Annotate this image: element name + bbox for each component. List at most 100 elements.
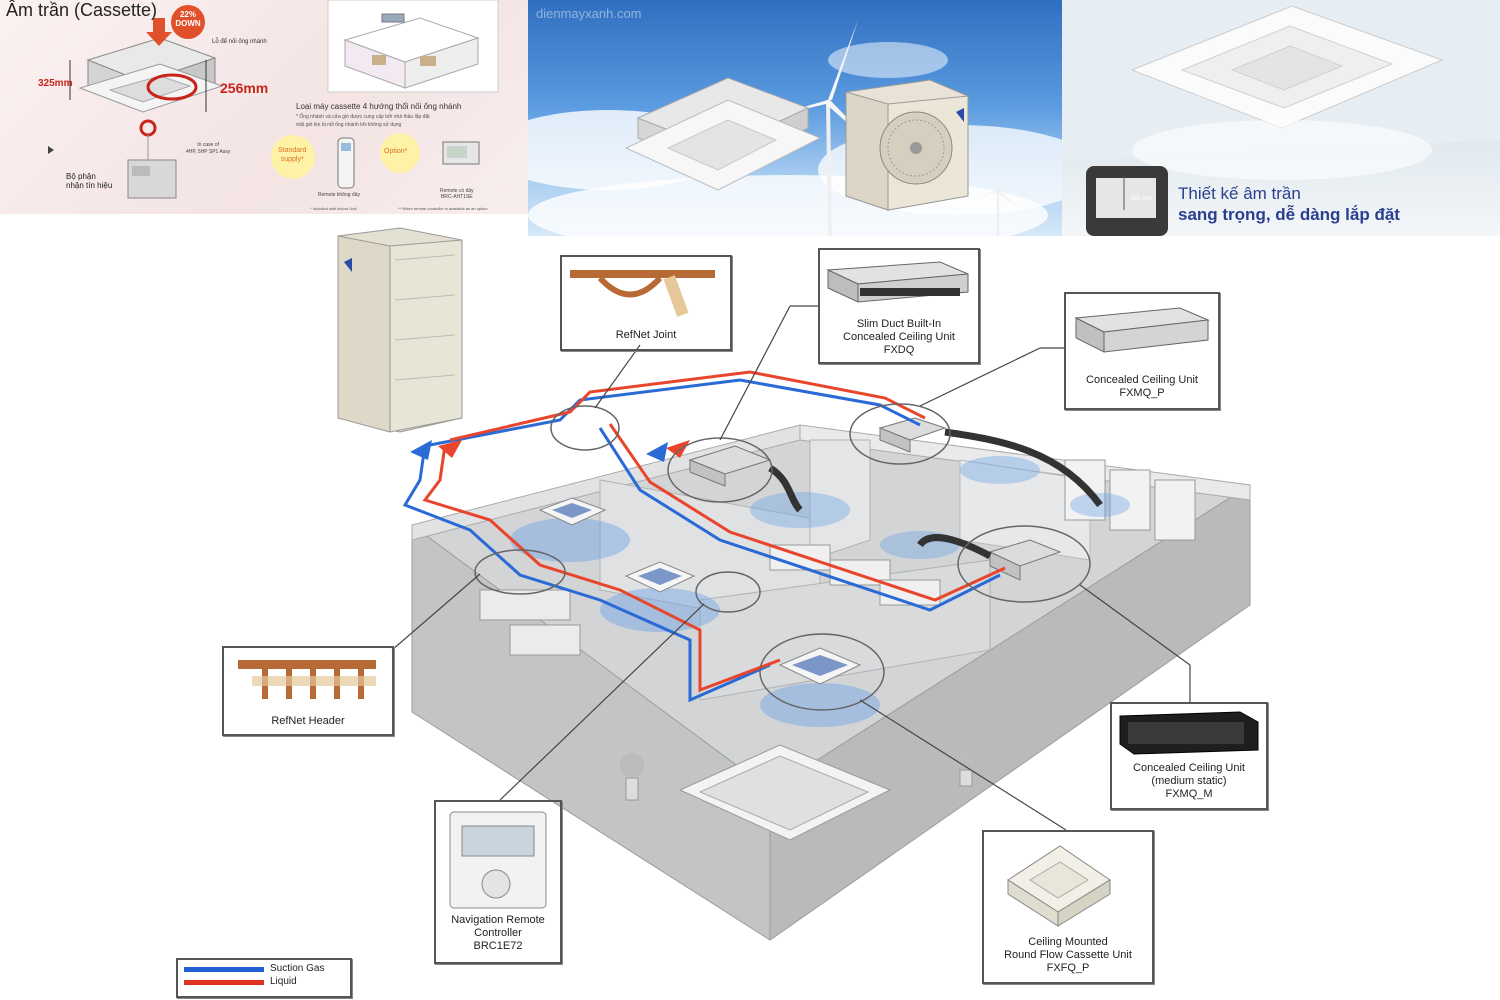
liquid-pipe	[608, 423, 1006, 602]
cassette-title: Âm trần (Cassette)	[6, 0, 158, 20]
suction-gas-pipe	[598, 427, 1001, 612]
detail-circle-fxmq-m	[957, 525, 1091, 603]
callout-caption: Concealed Ceiling Unit FXMQ_P	[1086, 374, 1198, 399]
detail-circle-refnet-header	[474, 549, 566, 595]
callout-caption: RefNet Header	[271, 715, 345, 727]
callout-caption: Ceiling Mounted Round Flow Cassette Unit…	[1004, 936, 1132, 974]
callout-leader	[919, 347, 1041, 407]
wireless-remote-label: Remote không dây	[318, 192, 360, 198]
suction-gas-pipe	[402, 444, 771, 703]
duct-unit	[878, 417, 947, 453]
fxdq-thumbnail	[826, 261, 969, 303]
liquid-pipe	[449, 370, 926, 442]
suction-flow-arrow	[646, 442, 668, 462]
sofa	[509, 624, 581, 656]
sky-product-illustration	[528, 20, 1062, 236]
cassette-caption-line: mặt gió kín bị nối ống nhánh khi không s…	[296, 122, 402, 128]
liquid-flow-arrow	[438, 440, 462, 458]
callout-leader	[719, 305, 791, 441]
fxfq-p-thumbnail	[1007, 845, 1111, 927]
hp-note: In case of 4HP, 5HP SP1 Assy	[186, 142, 231, 155]
depth-dimension: 256mm	[220, 80, 269, 96]
pipe-legend: Suction Gas Liquid	[176, 958, 352, 998]
cassette-unit	[624, 561, 696, 593]
detail-circle-fxfq-p	[759, 633, 885, 711]
outdoor-vrv-unit	[337, 227, 463, 433]
plant	[620, 753, 644, 777]
air-flow	[960, 456, 1040, 484]
cassette-caption-line: * Ống nhánh và cửa gió được cung cấp bởi…	[296, 114, 430, 120]
detail-circle-refnet-joint	[550, 405, 620, 451]
callout-leader	[859, 699, 1067, 831]
callout-caption: Concealed Ceiling Unit (medium static) F…	[1133, 762, 1245, 800]
suction-flow-arrow	[410, 440, 432, 460]
cassette-caption-title: Loại máy cassette 4 hướng thổi nối ống n…	[296, 102, 462, 111]
callout-brc1e72: Navigation Remote Controller BRC1E72	[434, 800, 562, 964]
legend-label-suction: Suction Gas	[270, 963, 325, 974]
flex-duct	[767, 465, 803, 513]
ceiling-cassette-illustration	[1062, 0, 1500, 236]
standard-supply-label: Standard supply*	[278, 147, 307, 163]
liquid-flow-arrow	[666, 440, 690, 458]
air-flow	[510, 518, 630, 562]
cabinet	[1109, 469, 1151, 531]
meeting-table	[698, 755, 870, 831]
sky-product-panel: dienmayxanh.com	[528, 0, 1062, 236]
watermark: dienmayxanh.com	[536, 6, 642, 21]
callout-leader	[391, 573, 481, 651]
ceiling-headline-2: sang trọng, dễ dàng lắp đặt	[1178, 205, 1400, 224]
cassette-unit	[778, 647, 862, 685]
plant-pot	[959, 769, 973, 787]
callout-leader	[594, 344, 641, 409]
refnet-header-thumbnail	[238, 660, 376, 699]
plant-pot	[625, 777, 639, 801]
duct-unit	[688, 445, 772, 487]
callout-caption: RefNet Joint	[615, 329, 677, 341]
callout-fxmq-m: Concealed Ceiling Unit (medium static) F…	[1110, 702, 1268, 810]
plant	[956, 750, 976, 770]
cassette-unit	[538, 497, 607, 526]
callout-leader	[1079, 584, 1191, 666]
callout-fxfq-p: Ceiling Mounted Round Flow Cassette Unit…	[982, 830, 1154, 984]
footnote-right: ** Wired remote controller is available …	[398, 206, 488, 211]
inset-dimension: 265 mm	[1130, 196, 1152, 202]
detail-circle-fxmq-p	[849, 403, 951, 465]
duct-unit	[988, 539, 1062, 581]
air-flow	[750, 492, 850, 528]
sofa	[479, 589, 571, 621]
callout-fxmq-p: Concealed Ceiling Unit FXMQ_P	[1064, 292, 1220, 410]
height-dimension: 325mm	[38, 78, 73, 89]
cassette-spec-panel: Âm trần (Cassette) 22% DOWN 325mm 256mm …	[0, 0, 528, 214]
fxmq-m-thumbnail	[1119, 711, 1259, 755]
detail-circle-remote	[695, 571, 761, 613]
refnet-joint-thumbnail	[570, 270, 715, 317]
callout-refnet-header: RefNet Header	[222, 646, 394, 736]
legend-swatch-liquid	[184, 980, 264, 985]
detail-circle-fxdq	[667, 437, 773, 503]
building-front-wall-right	[769, 484, 1251, 941]
interior-partition	[809, 439, 871, 561]
callout-fxdq: Slim Duct Built-In Concealed Ceiling Uni…	[818, 248, 980, 364]
wired-remote-label: Remote có dây BRC-AHT1SE	[440, 188, 474, 200]
option-label: Option*	[384, 148, 408, 155]
callout-leader	[499, 603, 705, 801]
legend-label-liquid: Liquid	[270, 976, 297, 987]
callout-caption: Navigation Remote Controller BRC1E72	[451, 914, 545, 952]
cassette-spec-illustration	[48, 0, 499, 199]
cabinet	[1154, 479, 1196, 541]
reduction-badge: 22% DOWN	[175, 10, 201, 28]
remote-controller-thumbnail	[449, 811, 547, 909]
flex-duct	[944, 428, 1103, 508]
air-flow	[760, 683, 880, 727]
suction-gas-pipe	[429, 378, 921, 447]
callout-refnet-joint: RefNet Joint	[560, 255, 732, 351]
flex-duct	[917, 534, 992, 560]
fxmq-p-thumbnail	[1074, 307, 1210, 353]
ceiling-cassette-panel: 265 mm Thiết kế âm trần sang trọng, dễ d…	[1062, 0, 1500, 236]
footnote-left: * Included with indoor Unit	[310, 206, 357, 211]
liquid-pipe	[422, 444, 781, 693]
pipe-note: Lỗ để nối ống nhánh	[212, 39, 267, 45]
receiver-label: Bộ phận nhận tín hiệu	[66, 172, 113, 190]
legend-swatch-suction	[184, 967, 264, 972]
